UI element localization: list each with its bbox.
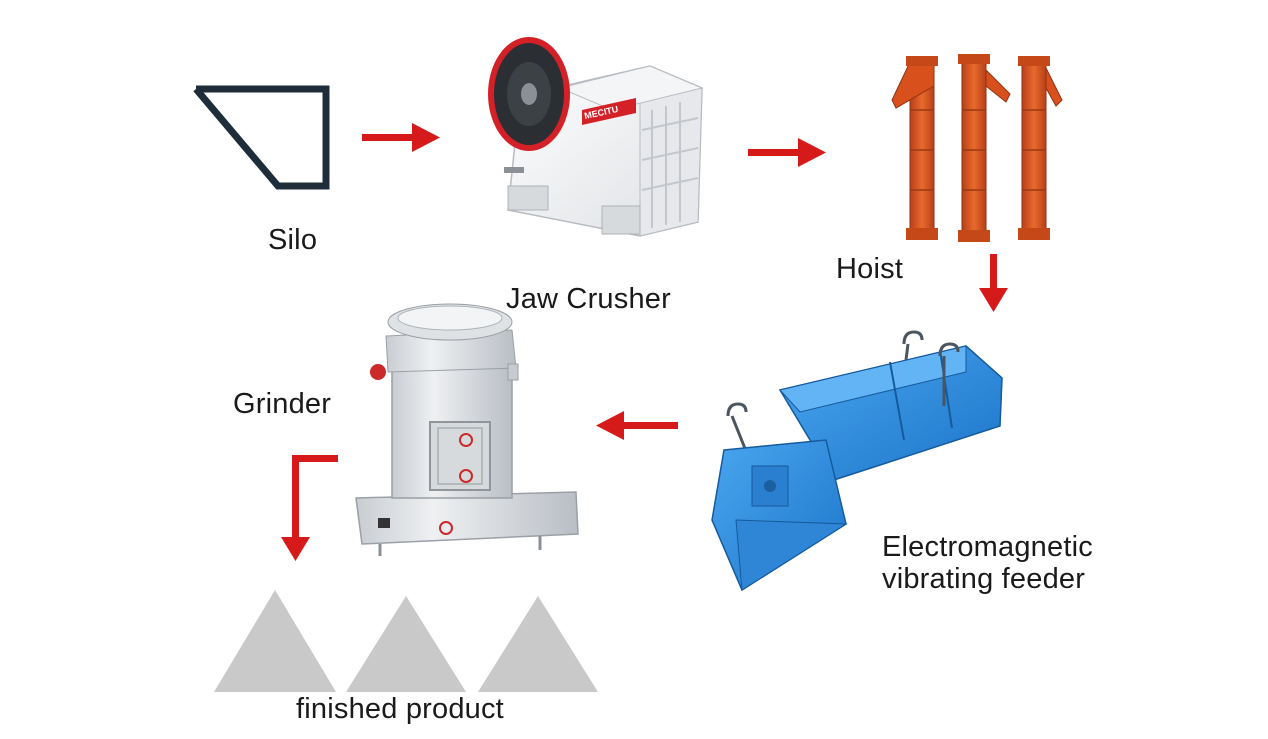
jaw-crusher-label: Jaw Crusher (506, 283, 671, 315)
vibrating-feeder-icon (711, 330, 1003, 592)
silo-icon (193, 85, 330, 190)
silo-label: Silo (268, 224, 318, 256)
finished-product-label: finished product (296, 693, 504, 725)
arrow-jaw-crusher-to-hoist (748, 138, 826, 167)
grinder-label: Grinder (233, 388, 332, 420)
arrow-hoist-to-feeder (979, 254, 1008, 312)
jaw-crusher-icon: MECITU (488, 37, 704, 237)
arrow-silo-to-jaw-crusher (362, 123, 440, 152)
arrow-grinder-to-finished-product (281, 455, 338, 561)
hoist-label: Hoist (836, 253, 904, 285)
feeder-label-line1: Electromagnetic (882, 531, 1093, 563)
powder-pile-icon (214, 590, 598, 692)
bucket-elevator-icon (891, 54, 1063, 242)
arrow-feeder-to-grinder (596, 411, 678, 440)
grinding-mill-icon (355, 303, 579, 556)
feeder-label-line2: vibrating feeder (882, 563, 1086, 595)
